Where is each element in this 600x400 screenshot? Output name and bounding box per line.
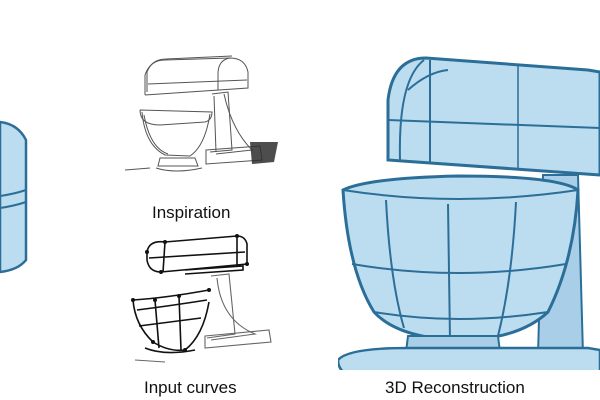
inspiration-sketch [124, 55, 278, 172]
partial-reconstruction-left [0, 120, 28, 274]
input-curves-drawing [131, 234, 272, 363]
reconstruction-3d [338, 56, 600, 370]
reconstruction-caption: 3D Reconstruction [385, 378, 525, 397]
input-curves-caption: Input curves [144, 378, 237, 397]
inspiration-caption: Inspiration [152, 203, 231, 222]
